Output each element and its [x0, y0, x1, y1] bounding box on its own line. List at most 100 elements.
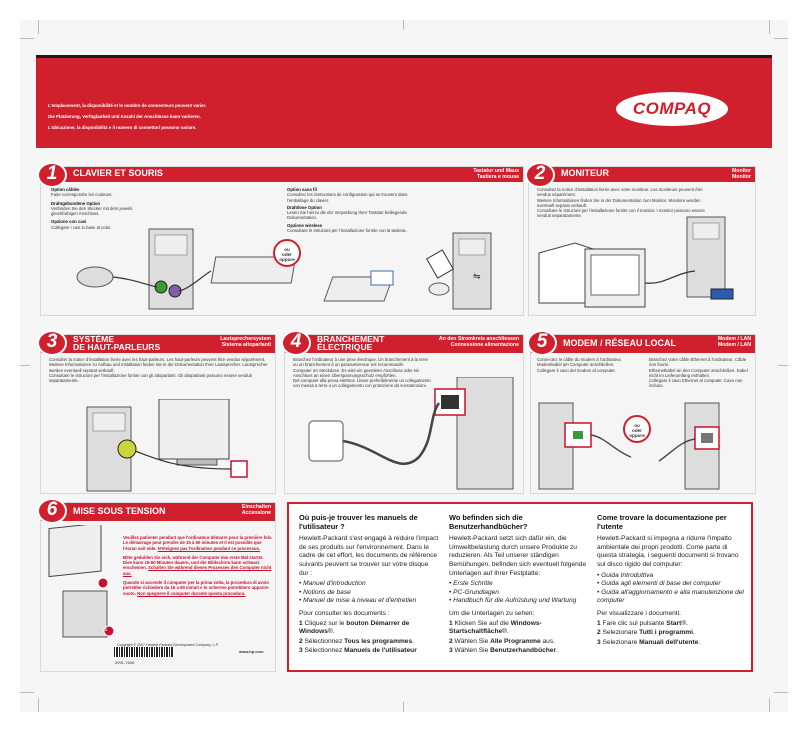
warning-fr-emph: N'éteignez pas l'ordinateur pendant ce p…	[157, 545, 261, 551]
network-illustration	[538, 402, 720, 490]
lan-instructions: Branchez votre câble Ethernet à l'ordina…	[649, 357, 751, 389]
text-de: Computer an Steckdose. Es wird ein geerd…	[293, 367, 420, 378]
subtitle-de: Monitor	[731, 168, 751, 174]
text-it: Del computer alla presa elettrica. Usare…	[293, 378, 431, 389]
text-de: Modemkabel am Computer anschließen.	[537, 362, 615, 368]
power-instructions: Branchez l'ordinateur à une prise électr…	[293, 357, 433, 389]
barcode	[114, 647, 174, 657]
crop-mark	[20, 365, 30, 366]
startup-warning: Veuillez patienter pendant que l'ordinat…	[123, 535, 273, 596]
list-item: Guida agli elementi di base del computer	[597, 580, 745, 589]
text-de: Weitere Informationen zu Aufbau und Inst…	[49, 362, 268, 373]
monitor-illustration	[538, 216, 734, 308]
text-fr: Branchez l'ordinateur à une prise électr…	[293, 357, 429, 368]
crop-mark	[20, 38, 34, 39]
label: Opzione wireless	[287, 222, 323, 228]
list-item: Manuel d'introduction	[299, 580, 439, 589]
text: Collegare i cavi in base al color.	[51, 224, 112, 230]
text-it: Collegare il cavo del modem al computer.	[537, 367, 616, 373]
info-column-de: Wo befinden sich die Benutzerhandbücher?…	[449, 513, 589, 656]
subtitle-de: Einschalten	[241, 504, 271, 510]
crop-mark	[38, 20, 39, 34]
marker-1-label: 1	[97, 579, 100, 584]
notice-fr: L'emplacement, la disponibilité et le no…	[48, 103, 207, 108]
audio-port-icon	[117, 439, 137, 459]
label: Opzione con cavi	[51, 219, 87, 225]
usb-icon: ⇋	[473, 272, 481, 282]
panel-title: CLAVIER ET SOURIS	[73, 168, 163, 178]
step-3: 3 Sélectionnez Manuels de l'utilisateur	[299, 647, 417, 655]
receiver-icon	[426, 249, 454, 279]
text-it: Consultare le istruzioni per l'installaz…	[537, 208, 705, 219]
monitor-icon	[158, 399, 230, 460]
text: Consultez les instructions de configurat…	[287, 192, 408, 203]
crop-mark	[774, 38, 788, 39]
barcode-number: 5991-7608	[115, 660, 135, 665]
vga-connector-icon	[710, 288, 734, 300]
label: Drahtgebundene Option	[51, 200, 101, 206]
subtitle-it: Tastiera e mouse	[477, 174, 519, 180]
subtitle-it: Accensione	[241, 510, 271, 516]
list-item: Guida Introduttiva	[597, 572, 745, 581]
crop-mark	[38, 698, 39, 712]
text-fr: Consulter la notice d'installation livré…	[49, 357, 266, 362]
subtitle-de: Modem / LAN	[717, 336, 751, 342]
subtitle-de: An den Stromkreis anschliessen	[438, 336, 519, 342]
text-de: Ethernetkabel an den Computer anschließe…	[649, 367, 748, 378]
crop-mark	[774, 692, 788, 693]
notice-de: Die Platzierung, Verfügbarkeit und Anzah…	[48, 114, 201, 119]
step-1: 1 Cliquez sur le bouton Démarrer de Wind…	[299, 619, 410, 636]
step-number: 6	[37, 498, 67, 524]
info-intro: Hewlett-Packard setzt sich dafür ein, di…	[449, 535, 587, 577]
info-title: Wo befinden sich die Benutzerhandbücher?	[449, 513, 528, 531]
step-2: 2 Selezionare Tutti i programmi.	[597, 629, 695, 637]
crop-mark	[769, 698, 770, 712]
manual-list: Erste Schritte PC-Grundlagen Handbuch fü…	[449, 580, 589, 606]
list-item: Erste Schritte	[449, 580, 589, 589]
connector-notice: L'emplacement, la disponibilité et le no…	[48, 100, 206, 133]
wall-outlet-icon	[308, 420, 344, 462]
subtitle-it: Connessione alimentazione	[450, 342, 519, 348]
text: Verbinden Sie den Stecker mit dem jeweil…	[51, 205, 133, 217]
monitor-icon	[48, 525, 102, 578]
step-number: 1	[37, 162, 67, 188]
modem-instructions: Connectez le câble du modem à l'ordinate…	[537, 357, 639, 373]
info-column-fr: Où puis-je trouver les manuels de l'util…	[299, 513, 439, 656]
label: Drahtlose Option	[287, 204, 322, 210]
list-item: PC-Grundlagen	[449, 589, 589, 598]
info-consult: Um die Unterlagen zu sehen:	[449, 609, 535, 617]
info-title: Où puis-je trouver les manuels de l'util…	[299, 513, 418, 531]
text-it: Consultare le istruzioni per l'installaz…	[49, 372, 252, 384]
info-intro: Hewlett-Packard si impegna a ridurre l'i…	[597, 535, 739, 568]
tower-back	[456, 377, 514, 490]
compaq-logo: COMPAQ	[616, 92, 728, 126]
info-consult: Pour consulter les documents :	[299, 609, 390, 617]
header-banner: L'emplacement, la disponibilité et le no…	[36, 55, 772, 148]
info-consult: Per visualizzare i documenti:	[597, 609, 681, 617]
panel-title: MODEM / RÉSEAU LOCAL	[563, 338, 677, 348]
or-it: oppure	[279, 257, 295, 262]
panel-title: MONITEUR	[561, 168, 609, 178]
label: Option sans fil	[287, 187, 317, 192]
crop-mark	[20, 692, 34, 693]
monitor-power-marker	[97, 577, 109, 589]
step-2: 2 Sélectionnez Tous les programmes.	[299, 637, 414, 645]
text: Lesen Sie hierzu die der Verpackung Ihre…	[287, 210, 407, 221]
power-illustration	[308, 377, 514, 490]
title-line1: BRANCHEMENT	[317, 334, 385, 344]
or-fr: ou	[634, 423, 640, 428]
text-fr: Consultez la notice d'installation livré…	[537, 187, 703, 198]
marker-2-label: 2	[105, 627, 108, 632]
step-1: 1 Klicken Sie auf die Windows-Startschal…	[449, 619, 542, 636]
